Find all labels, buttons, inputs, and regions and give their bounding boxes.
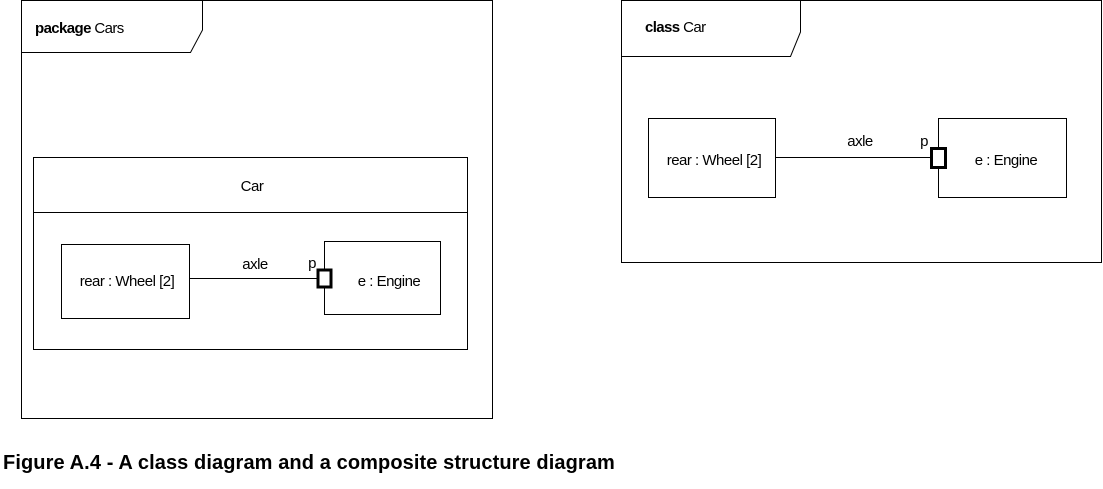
class-frame: class Car rear : Wheel [2] e : Engine ax… (621, 0, 1102, 263)
part-engine-border (938, 118, 1067, 198)
package-frame-tag (21, 0, 203, 53)
port-p-label: p (920, 133, 928, 150)
port-p-square (930, 147, 947, 169)
part-rear-wheel-border (648, 118, 776, 198)
part-engine-label: e : Engine (975, 152, 1038, 169)
port-p[interactable]: p (308, 255, 333, 289)
diagram-canvas: package Cars Car rear : Wheel [2] e : En… (21, 0, 1102, 419)
frame-name: Cars (94, 20, 123, 37)
package-frame-title: package Cars (35, 20, 124, 37)
part-rear-wheel-label: rear : Wheel [2] (667, 152, 762, 169)
port-p[interactable]: p (920, 133, 947, 169)
class-frame-tag (621, 0, 801, 57)
frame-keyword: class (645, 19, 680, 36)
class-car-name: Car (241, 178, 264, 195)
part-rear-wheel-label: rear : Wheel [2] (80, 273, 175, 290)
port-p-label: p (308, 255, 316, 272)
connector-axle[interactable]: axle (189, 256, 318, 279)
part-engine-border (324, 241, 441, 315)
part-engine-label: e : Engine (358, 273, 421, 290)
connector-axle[interactable]: axle (775, 133, 932, 158)
part-rear-wheel[interactable]: rear : Wheel [2] (61, 244, 190, 319)
frame-keyword: package (35, 20, 91, 37)
figure-caption: Figure A.4 - A class diagram and a compo… (3, 452, 615, 474)
connector-axle-label: axle (847, 133, 873, 150)
part-engine[interactable]: e : Engine (324, 241, 441, 315)
part-rear-wheel[interactable]: rear : Wheel [2] (648, 118, 776, 198)
connector-axle-label: axle (242, 256, 268, 273)
frame-name: Car (683, 19, 706, 36)
class-frame-title: class Car (645, 19, 706, 36)
part-rear-wheel-border (61, 244, 190, 319)
part-engine[interactable]: e : Engine (938, 118, 1067, 198)
port-p-square (316, 268, 333, 289)
class-car-box[interactable]: Car rear : Wheel [2] e : Engine axle p (33, 157, 468, 350)
